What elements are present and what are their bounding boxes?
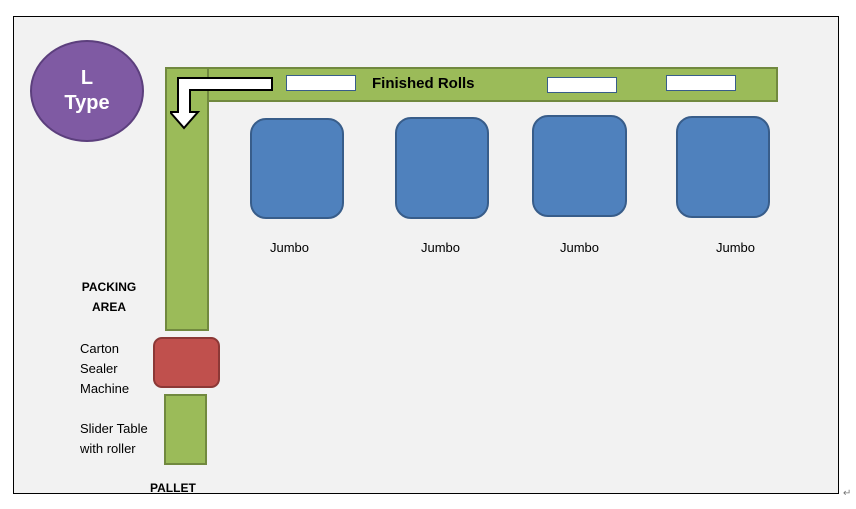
slider-table-line1: Slider Table [80,421,148,436]
jumbo-label: Jumbo [560,240,600,255]
slider-table-label: Slider Table with roller [80,419,148,459]
packing-area-line2: AREA [91,300,126,314]
jumbo-machine [676,116,770,218]
packing-area-label: PACKING AREA [76,277,142,317]
layout-type-letter: L [80,67,94,89]
roll-slot [286,75,356,91]
layout-type-badge: L Type [30,40,144,142]
pallet-label: PALLET [150,481,196,495]
packing-area-line1: PACKING [81,280,137,294]
jumbo-machine [250,118,344,219]
layout-type-word: Type [64,92,110,114]
carton-sealer-machine [153,337,220,388]
finished-rolls-label: Finished Rolls [372,75,475,92]
carton-sealer-line1: Carton [80,341,120,356]
paragraph-mark: ↵ [843,488,852,499]
jumbo-machine [532,115,627,217]
slider-table [164,394,207,465]
jumbo-label: Jumbo [421,240,461,255]
jumbo-machine [395,117,489,219]
roll-slot [666,75,736,91]
jumbo-label: Jumbo [716,240,756,255]
carton-sealer-line2: Sealer [80,361,118,376]
carton-sealer-line3: Machine [80,381,130,396]
flow-arrow-icon [170,77,273,130]
roll-slot [547,77,617,93]
jumbo-label: Jumbo [270,240,310,255]
carton-sealer-label: Carton Sealer Machine [80,339,129,399]
slider-table-line2: with roller [80,441,136,456]
